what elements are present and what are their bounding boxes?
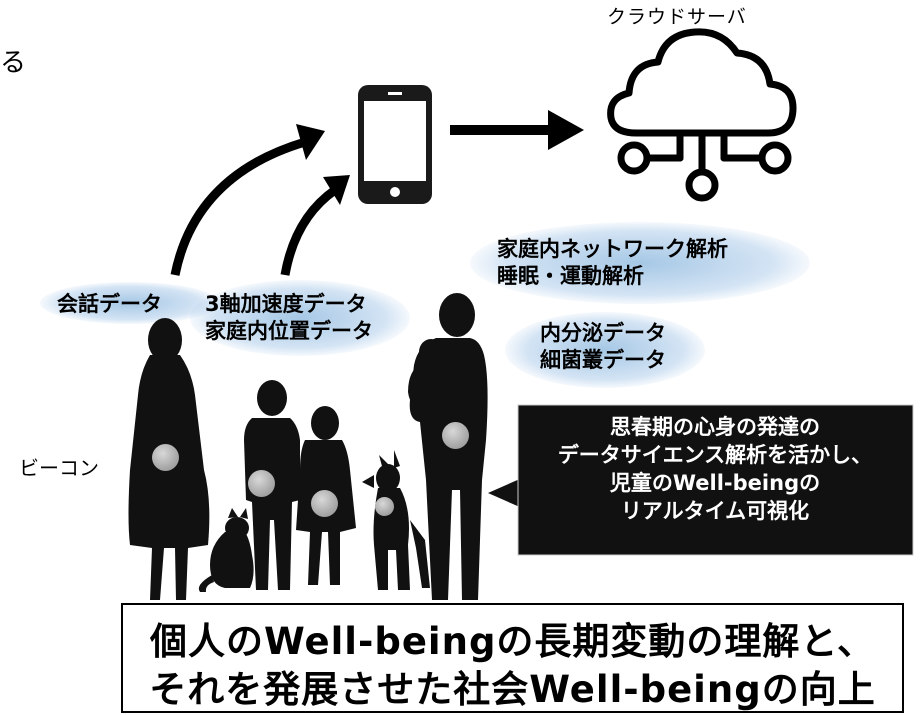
conclusion-line-1: 個人のWell-beingの長期変動の理解と、	[150, 620, 875, 663]
beacon-boy	[248, 470, 275, 497]
callout-text: 思春期の心身の発達の データサイエンス解析を活かし、 児童のWell-being…	[520, 413, 910, 525]
callout-line-1: 思春期の心身の発達の	[610, 415, 820, 439]
conclusion-box: 個人のWell-beingの長期変動の理解と、 それを発展させた社会Well-b…	[121, 603, 904, 713]
upload-arrows	[170, 137, 338, 276]
network-analysis-label: 家庭内ネットワーク解析	[497, 237, 728, 261]
beacon-girl	[311, 490, 338, 517]
endocrine-glow	[505, 312, 705, 388]
arrow-to-cloud-head	[548, 110, 584, 150]
mother-silhouette	[128, 318, 210, 600]
callout-line-3: 児童のWell-beingの	[609, 471, 821, 495]
dog-silhouette	[362, 450, 430, 590]
endocrine-data-label: 内分泌データ	[540, 321, 666, 345]
smartphone-icon	[358, 85, 432, 204]
beacon-mother	[152, 444, 179, 471]
bacteria-data-label: 細菌叢データ	[540, 348, 666, 372]
analysis-glow	[470, 222, 810, 304]
beacon-dog	[375, 497, 394, 516]
family-silhouettes	[128, 293, 488, 600]
conversation-data-label: 会話データ	[57, 292, 162, 316]
position-data-label: 家庭内位置データ	[205, 319, 373, 343]
boy-silhouette	[244, 380, 300, 590]
father-silhouette	[408, 293, 488, 600]
arrowhead-1	[296, 124, 325, 160]
cat-silhouette	[198, 508, 254, 592]
beacon-label: ビーコン	[19, 456, 99, 480]
callout-box	[488, 404, 914, 556]
cloud-server-icon	[607, 28, 797, 202]
conclusion-line-2: それを発展させた社会Well-beingの向上	[149, 668, 876, 711]
accel-data-label: 3軸加速度データ	[205, 292, 367, 316]
header-fragment: る	[0, 48, 27, 78]
accel-glow	[190, 280, 410, 356]
callout-line-4: リアルタイム可視化	[620, 499, 810, 523]
beacon-father	[442, 422, 469, 449]
sleep-analysis-label: 睡眠・運動解析	[497, 264, 644, 288]
arrowhead-2	[323, 175, 350, 205]
arrow-to-cloud-shaft	[450, 125, 550, 135]
cloud-server-label: クラウドサーバ	[607, 6, 747, 28]
callout-line-2: データサイエンス解析を活かし、	[557, 443, 873, 467]
